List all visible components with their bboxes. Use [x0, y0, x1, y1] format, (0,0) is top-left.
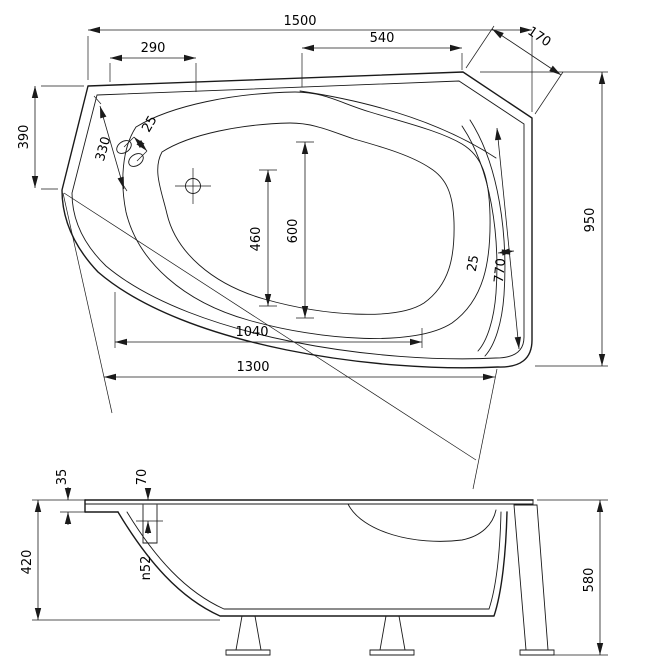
dim-overall-depth: 950: [583, 208, 598, 233]
dim-overall-width: 1500: [283, 14, 316, 29]
foot-right: [369, 615, 415, 656]
dim-headrest-width: 540: [370, 31, 395, 46]
dim-overall-height: 580: [582, 568, 597, 593]
foot-left: [225, 615, 271, 656]
side-panel-leg: [513, 504, 555, 656]
side-dimensions: 35 70 n52 420 580: [20, 469, 608, 656]
dim-left-segment: 290: [141, 41, 166, 56]
dim-basin-width: 600: [286, 219, 301, 244]
dim-bottom-inner-width: 1040: [235, 325, 268, 340]
drain-hole: [175, 168, 211, 204]
dim-faucet-spacing: 25: [139, 113, 160, 135]
dim-shell-height: 420: [20, 550, 35, 575]
dim-overflow-diameter: n52: [139, 556, 154, 581]
dim-left-side-depth: 390: [17, 125, 32, 150]
dim-rim-lip: 35: [55, 469, 70, 486]
side-view: 35 70 n52 420 580: [20, 469, 608, 656]
dim-rim-ledge: 25: [465, 254, 483, 273]
plan-view: 1500 170 290 540 390 330: [17, 14, 608, 490]
dim-basin-floor-width: 460: [249, 227, 264, 252]
dim-rim-height: 70: [135, 469, 150, 486]
dim-inner-side-length: 770: [492, 258, 510, 284]
basin-outline: [122, 90, 506, 357]
dim-faucet-offset: 330: [93, 135, 114, 163]
tub-outline-side: [84, 499, 534, 617]
dim-bottom-width: 1300: [236, 360, 269, 375]
dim-corner-cut: 170: [524, 24, 553, 50]
plan-dimensions: 1500 170 290 540 390 330: [17, 14, 608, 490]
faucet-holes: [116, 140, 144, 167]
overflow-pipe: [142, 504, 158, 544]
